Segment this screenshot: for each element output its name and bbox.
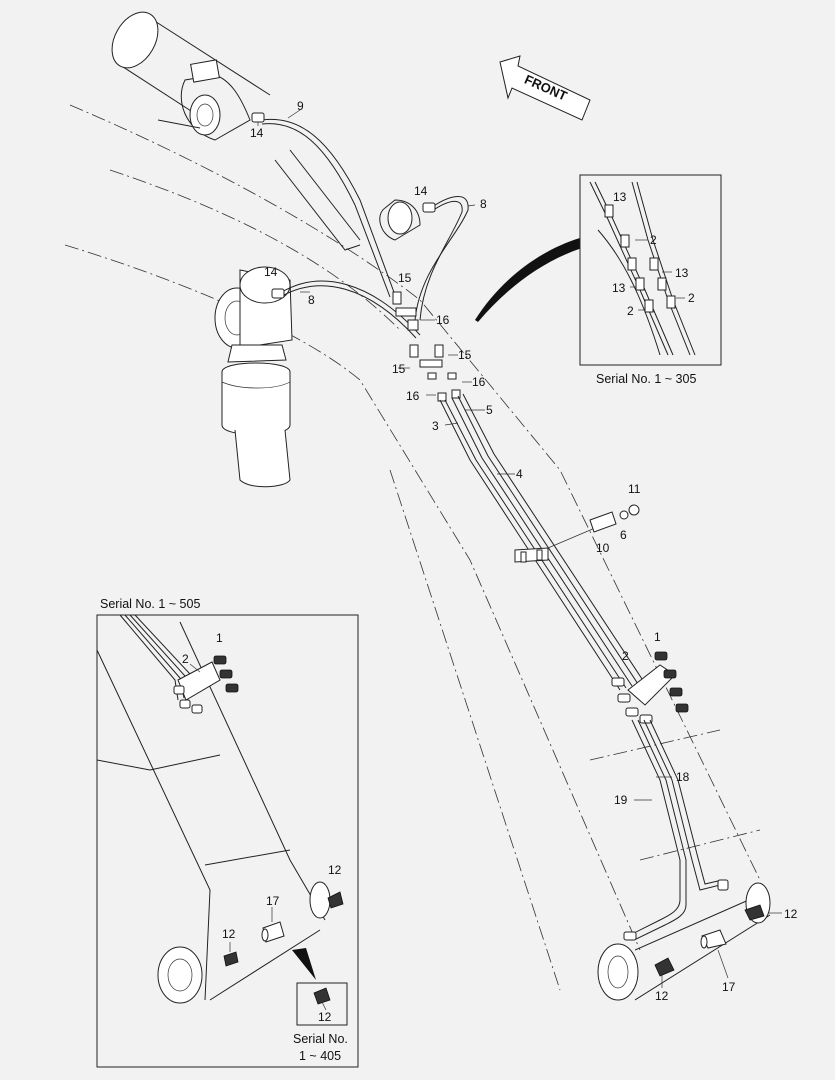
label-14b: 14 — [414, 184, 428, 198]
inset305-label-2b: 2 — [688, 291, 695, 305]
label-12b: 12 — [655, 989, 669, 1003]
inset305-label-2c: 2 — [627, 304, 634, 318]
valve-block-right — [611, 651, 689, 724]
arm-end-right — [597, 882, 771, 1001]
hose-9 — [261, 118, 396, 298]
inset305-label-13c: 13 — [612, 281, 626, 295]
inset-pointer — [475, 238, 582, 322]
inset505-label-12a: 12 — [328, 863, 342, 877]
label-8b: 8 — [308, 293, 315, 307]
label-6: 6 — [620, 528, 627, 542]
label-9: 9 — [297, 99, 304, 113]
label-15c: 15 — [392, 362, 406, 376]
label-14c: 14 — [264, 265, 278, 279]
inset-serial-405: 12 Serial No. 1 ~ 405 — [293, 982, 348, 1063]
label-5: 5 — [486, 403, 493, 417]
inset305-label-2a: 2 — [650, 233, 657, 247]
arm-cylinder-mid — [379, 199, 421, 241]
inset405-caption-line1: Serial No. — [293, 1032, 348, 1046]
label-15b: 15 — [458, 348, 472, 362]
label-16b: 16 — [472, 375, 486, 389]
label-12a: 12 — [784, 907, 798, 921]
inset405-caption-line2: 1 ~ 405 — [299, 1049, 341, 1063]
boom-cylinder-top — [111, 11, 361, 251]
fittings-upper — [251, 112, 461, 402]
boom-cylinder-left — [214, 266, 293, 488]
label-16c: 16 — [406, 389, 420, 403]
label-3: 3 — [432, 419, 439, 433]
main-labels: 9 14 14 8 14 8 15 16 15 15 16 16 5 3 4 1… — [250, 99, 798, 1003]
label-8a: 8 — [480, 197, 487, 211]
inset305-label-13a: 13 — [613, 190, 627, 204]
clamp-assembly — [514, 504, 640, 563]
label-19: 19 — [614, 793, 628, 807]
label-14a: 14 — [250, 126, 264, 140]
inset505-label-17: 17 — [266, 894, 280, 908]
label-16a: 16 — [436, 313, 450, 327]
label-4: 4 — [516, 467, 523, 481]
pipes-main — [439, 393, 645, 691]
label-1: 1 — [654, 630, 661, 644]
inset505-caption: Serial No. 1 ~ 505 — [100, 597, 200, 611]
inset505-label-1: 1 — [216, 631, 223, 645]
label-10: 10 — [596, 541, 610, 555]
inset-serial-305: 13 2 13 13 2 2 Serial No. 1 ~ 305 — [579, 174, 722, 386]
label-2: 2 — [622, 649, 629, 663]
label-15a: 15 — [398, 271, 412, 285]
label-17: 17 — [722, 980, 736, 994]
inset305-caption: Serial No. 1 ~ 305 — [596, 372, 696, 386]
hose-8-lower — [281, 280, 421, 339]
inset305-label-13b: 13 — [675, 266, 689, 280]
label-11: 11 — [628, 482, 641, 496]
front-arrow: FRONT — [499, 55, 591, 121]
hose-8-upper — [414, 196, 469, 321]
pipes-18-19 — [623, 719, 729, 941]
label-18: 18 — [676, 770, 690, 784]
inset505-label-2: 2 — [182, 652, 189, 666]
inset505-label-12b: 12 — [222, 927, 236, 941]
inset405-label-12: 12 — [318, 1010, 332, 1024]
